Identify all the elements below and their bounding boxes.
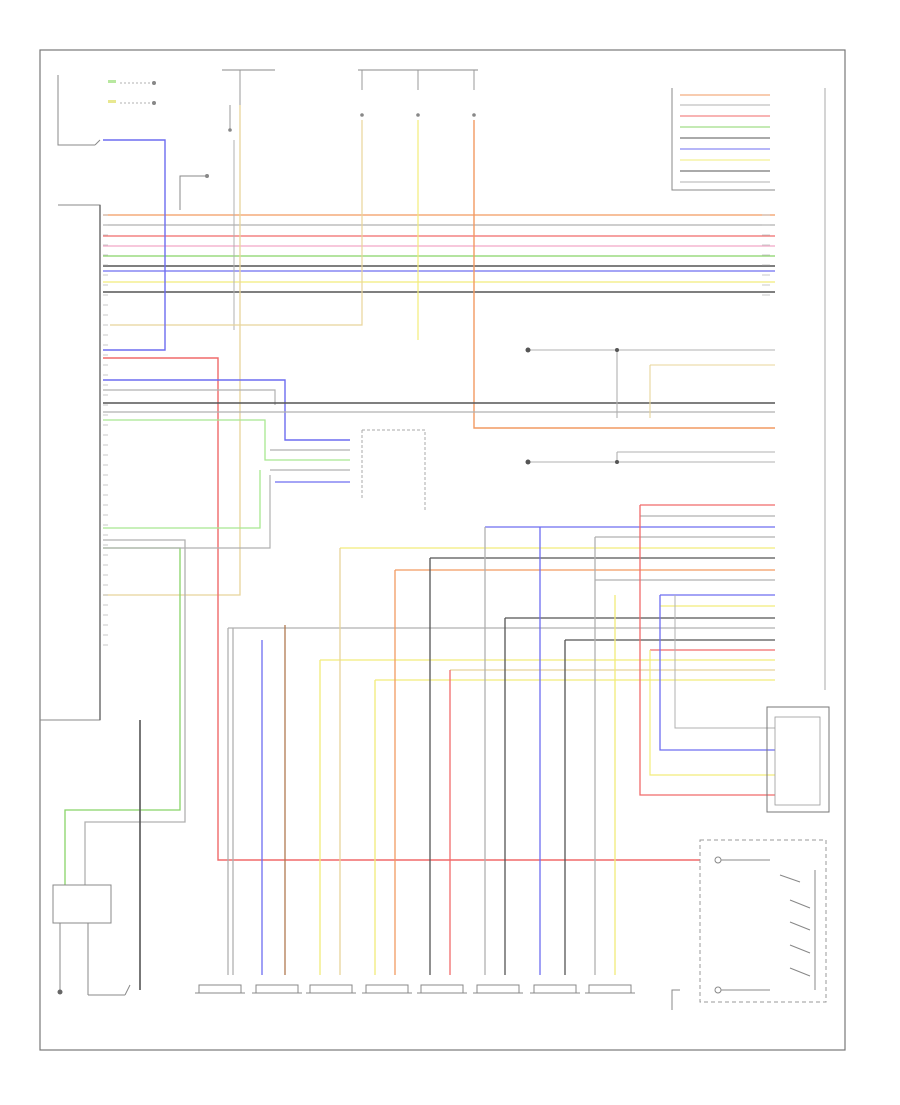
top-fuse-block-a: [222, 69, 275, 132]
fuse-tan-wire: [103, 105, 241, 596]
upper-right-connector: [671, 88, 826, 690]
speaker-4: [362, 984, 412, 994]
speaker-2: [252, 984, 302, 994]
mid-green-wire-c: [64, 547, 181, 885]
main-connector-outline: [40, 204, 101, 721]
radio-receiver: [361, 429, 426, 510]
mid-red-wire: [103, 357, 700, 861]
speaker-7: [530, 984, 580, 994]
antenna-red-wire: [639, 505, 775, 796]
mid-gray-wire-e: [84, 539, 186, 885]
right-speaker-bottom: [525, 459, 619, 465]
mid-gray-wire-a: [103, 389, 276, 405]
mid-green-wire-a: [103, 419, 350, 461]
right-speaker-top: [525, 347, 619, 353]
door-blue-wire: [103, 139, 166, 351]
amplifier-module: [52, 884, 131, 996]
speaker-6: [473, 984, 523, 994]
antenna-yellow-wire: [649, 650, 775, 776]
mid-blue-wire-a: [103, 379, 350, 441]
antenna-blue-wire: [659, 595, 775, 751]
antenna-gray-wire: [674, 595, 775, 729]
speaker-3: [306, 984, 356, 994]
speakers-layer: [195, 984, 635, 994]
top-fuse-block-b: [358, 69, 478, 117]
steering-wheel-controls: [671, 839, 827, 1010]
fuse-tan-wire-b: [110, 120, 363, 326]
speaker-5: [417, 984, 467, 994]
mid-gray-wire-f: [103, 475, 271, 549]
speaker-8: [585, 984, 635, 994]
speaker-1: [195, 984, 245, 994]
door-switch: [57, 75, 156, 146]
mid-green-wire-b: [103, 470, 261, 529]
diagram-frame: [39, 49, 846, 1051]
wires-layer: [64, 94, 775, 990]
fuse-orange-wire: [473, 120, 775, 429]
labels-layer: [103, 214, 770, 646]
ground-symbol-top: [179, 174, 209, 210]
antenna-relay-box: [766, 706, 830, 813]
